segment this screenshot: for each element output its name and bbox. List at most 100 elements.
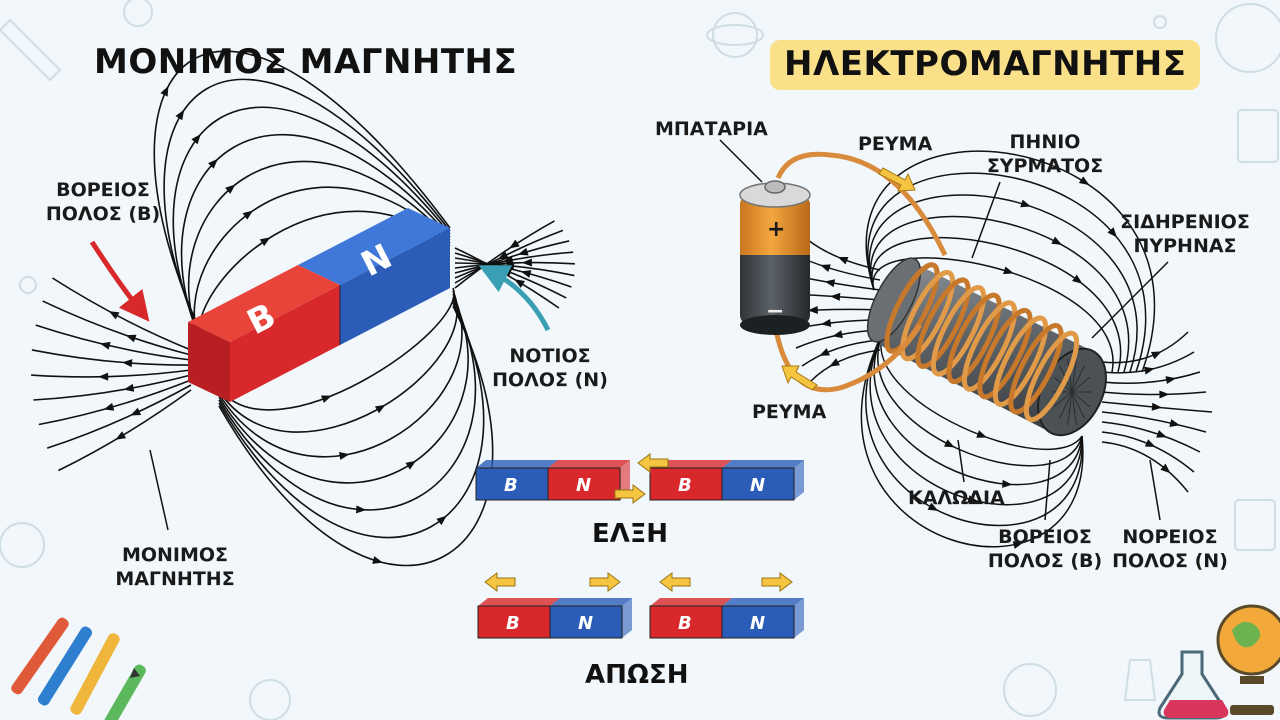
iron-core-label: ΣΙΔΗΡΕΝΙΟΣ ΠΥΡΗΝΑΣ xyxy=(1110,210,1260,258)
iron-core-label-line1: ΣΙΔΗΡΕΝΙΟΣ xyxy=(1110,210,1260,234)
field-direction-arrow-icon xyxy=(160,84,172,96)
field-direction-arrow-icon xyxy=(405,457,418,469)
em-field-ray-right xyxy=(1102,412,1206,432)
circle-doodle-icon xyxy=(20,277,36,293)
field-direction-arrow-icon xyxy=(1151,348,1163,360)
field-direction-arrow-icon xyxy=(175,108,187,121)
field-direction-arrow-icon xyxy=(1144,365,1155,375)
north-pole-label: ΒΟΡΕΙΟΣ ΠΟΛΟΣ (Β) xyxy=(38,178,168,226)
field-direction-arrow-icon xyxy=(372,556,384,566)
magnet-letter: N xyxy=(750,475,765,496)
em-north-pole-label: ΒΟΡΕΙΟΣ ΠΟΛΟΣ (Β) xyxy=(985,525,1105,573)
field-direction-arrow-icon xyxy=(1145,439,1157,450)
north-pole-label-line1: ΒΟΡΕΙΟΣ xyxy=(38,178,168,202)
current-label-top: ΡΕΥΜΑ xyxy=(858,132,932,156)
battery-label: ΜΠΑΤΑΡΙΑ xyxy=(655,117,768,141)
field-direction-arrow-icon xyxy=(98,373,108,381)
em-south-pole-label-line1: ΝΟΡΕΙΟΣ xyxy=(1110,525,1230,549)
em-field-ray-right xyxy=(1102,392,1206,395)
gamepad-doodle-icon xyxy=(250,680,290,720)
magnet-letter: B xyxy=(678,613,692,634)
notebook-doodle-icon xyxy=(1235,500,1275,550)
current-arrow-bottom-icon xyxy=(782,366,817,390)
coil-label: ΠΗΝΙΟ ΣΥΡΜΑΤΟΣ xyxy=(975,130,1115,178)
field-direction-arrow-icon xyxy=(107,308,120,320)
electromagnet-title: ΗΛΕΚΤΡΟΜΑΓΝΗΤΗΣ xyxy=(770,40,1200,90)
field-direction-arrow-icon xyxy=(375,401,388,413)
magnet-letter: B xyxy=(506,613,520,634)
iron-core-label-line2: ΠΥΡΗΝΑΣ xyxy=(1110,234,1260,258)
em-field-ray-right xyxy=(1102,432,1194,472)
field-direction-arrow-icon xyxy=(102,403,114,413)
magnet-letter: N xyxy=(578,613,593,634)
field-direction-arrow-icon xyxy=(836,253,848,264)
field-direction-arrow-icon xyxy=(1159,390,1169,398)
field-direction-arrow-icon xyxy=(1165,374,1176,384)
em-field-ray-right xyxy=(1102,372,1200,383)
globe-doodle-icon xyxy=(1216,4,1280,72)
field-direction-arrow-icon xyxy=(1051,237,1064,249)
field-direction-arrow-icon xyxy=(976,430,988,441)
field-direction-arrow-icon xyxy=(830,292,841,301)
pencil-doodle-icon xyxy=(0,20,60,80)
permanent-magnet-label: ΜΟΝΙΜΟΣ ΜΑΓΝΗΤΗΣ xyxy=(105,543,245,591)
coil-label-line2: ΣΥΡΜΑΤΟΣ xyxy=(975,154,1115,178)
em-north-pole-label-line2: ΠΟΛΟΣ (Β) xyxy=(985,549,1105,573)
magnet-letter: B xyxy=(504,475,518,496)
field-direction-arrow-icon xyxy=(243,207,256,219)
south-pole-label-line1: ΝΟΤΙΟΣ xyxy=(490,344,610,368)
em-field-ray-right xyxy=(1102,442,1188,492)
field-direction-arrow-icon xyxy=(99,340,111,350)
field-direction-arrow-icon xyxy=(522,259,532,267)
current-label-bottom: ΡΕΥΜΑ xyxy=(752,400,826,424)
field-direction-arrow-icon xyxy=(1079,176,1092,188)
magnet-letter: N xyxy=(576,475,591,496)
south-pole-label: ΝΟΤΙΟΣ ΠΟΛΟΣ (Ν) xyxy=(490,344,610,392)
south-pole-label-line2: ΠΟΛΟΣ (Ν) xyxy=(490,368,610,392)
flask-doodle-icon xyxy=(1125,660,1155,700)
field-direction-arrow-icon xyxy=(1020,200,1032,211)
field-direction-arrow-icon xyxy=(321,392,333,403)
school-supplies-icon xyxy=(9,616,147,720)
north-pole-pointer-arrow xyxy=(92,242,140,310)
field-line-ray-left xyxy=(31,370,191,377)
lightbulb-doodle-icon xyxy=(124,0,152,26)
field-direction-arrow-icon xyxy=(827,358,840,370)
field-direction-arrow-icon xyxy=(1003,267,1015,278)
em-south-pole-label-line2: ΠΟΛΟΣ (Ν) xyxy=(1110,549,1230,573)
field-direction-arrow-icon xyxy=(819,261,831,272)
magnet-label-leader xyxy=(150,450,168,530)
sun-doodle-icon xyxy=(0,523,44,567)
field-direction-arrow-icon xyxy=(113,431,126,443)
repulsion-arrow-icon xyxy=(485,573,515,591)
permanent-magnet-title: ΜΟΝΙΜΟΣ ΜΑΓΝΗΤΗΣ xyxy=(94,42,517,82)
north-pole-label-line2: ΠΟΛΟΣ (Β) xyxy=(38,202,168,226)
field-direction-arrow-icon xyxy=(260,234,273,246)
repulsion-arrow-icon xyxy=(660,573,690,591)
calculator-doodle-icon xyxy=(1238,110,1278,162)
flask-icon xyxy=(1159,652,1228,718)
magnet-letter: B xyxy=(678,475,692,496)
field-direction-arrow-icon xyxy=(124,331,136,342)
field-direction-arrow-icon xyxy=(129,408,141,419)
coil-label-line1: ΠΗΝΙΟ xyxy=(975,130,1115,154)
battery-minus-sign: − xyxy=(766,299,784,324)
permanent-magnet-label-line2: ΜΑΓΝΗΤΗΣ xyxy=(105,567,245,591)
bar-magnet xyxy=(188,208,450,402)
field-direction-arrow-icon xyxy=(1152,403,1163,412)
em-field-ray-left xyxy=(802,340,880,366)
magnet-letter: N xyxy=(750,613,765,634)
field-line-ray-left xyxy=(58,390,191,471)
field-direction-arrow-icon xyxy=(1169,419,1181,429)
repulsion-arrow-icon xyxy=(762,573,792,591)
field-line-ray-left xyxy=(33,375,191,400)
battery-plus-sign: + xyxy=(767,217,785,242)
field-direction-arrow-icon xyxy=(944,439,957,451)
field-direction-arrow-icon xyxy=(831,330,842,340)
field-direction-arrow-icon xyxy=(122,358,133,367)
